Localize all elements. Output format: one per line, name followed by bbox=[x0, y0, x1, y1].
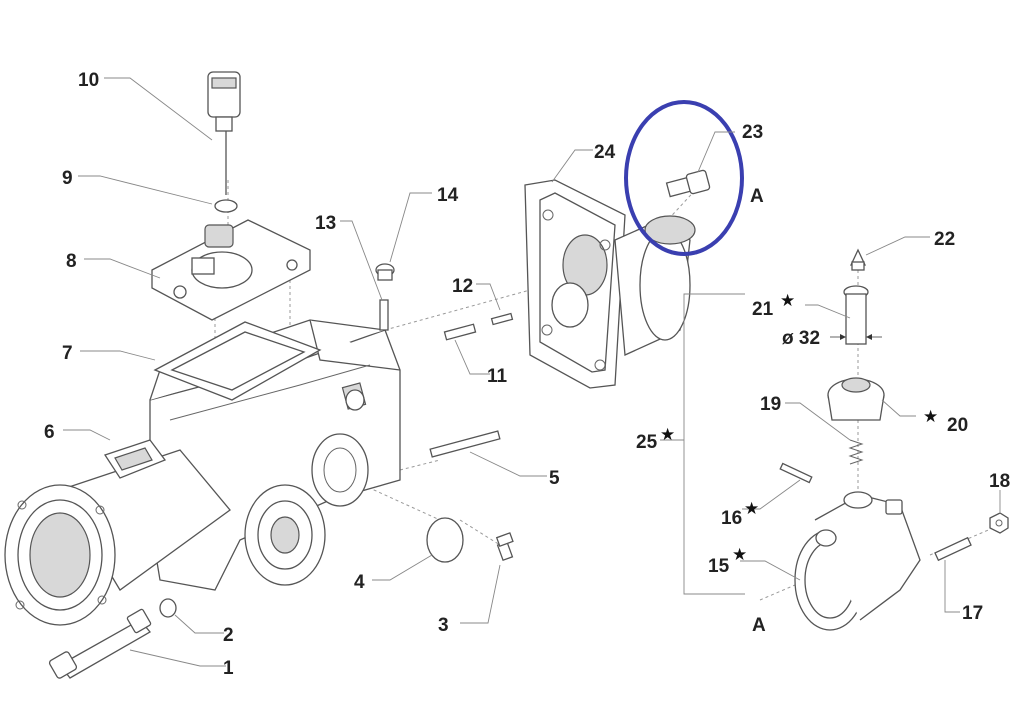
label-17: 17 bbox=[962, 603, 983, 624]
detail-a-assembly bbox=[683, 248, 1009, 631]
label-4: 4 bbox=[354, 572, 365, 593]
star-16: ★ bbox=[744, 499, 759, 519]
label-5: 5 bbox=[549, 468, 560, 489]
star-20: ★ bbox=[923, 407, 938, 427]
cover-plate bbox=[151, 219, 311, 321]
gasket bbox=[153, 321, 322, 401]
label-25: 25 bbox=[636, 432, 658, 453]
label-section-a-bottom: A bbox=[752, 615, 766, 636]
label-22: 22 bbox=[934, 229, 955, 250]
drain-hose bbox=[48, 598, 177, 679]
label-24: 24 bbox=[594, 142, 616, 163]
label-11: 11 bbox=[487, 366, 508, 387]
label-section-a-top: A bbox=[750, 186, 764, 207]
label-14: 14 bbox=[437, 185, 459, 206]
label-10: 10 bbox=[78, 70, 99, 91]
label-23: 23 bbox=[742, 122, 763, 143]
label-1: 1 bbox=[223, 658, 234, 679]
screw-23 bbox=[665, 169, 711, 198]
label-13: 13 bbox=[315, 213, 336, 234]
fasteners bbox=[375, 263, 514, 458]
dipstick bbox=[207, 71, 241, 213]
highlight-circle bbox=[624, 100, 744, 256]
label-18: 18 bbox=[989, 471, 1010, 492]
star-15: ★ bbox=[732, 545, 747, 565]
label-15: 15 bbox=[708, 556, 730, 577]
label-16: 16 bbox=[721, 508, 742, 529]
label-2: 2 bbox=[223, 625, 234, 646]
label-12: 12 bbox=[452, 276, 473, 297]
star-25: ★ bbox=[660, 425, 675, 445]
seal-and-bolt bbox=[426, 517, 514, 563]
label-21: 21 bbox=[752, 299, 774, 320]
label-diameter: ø 32 bbox=[782, 328, 820, 349]
label-7: 7 bbox=[62, 343, 73, 364]
label-3: 3 bbox=[438, 615, 449, 636]
label-6: 6 bbox=[44, 422, 55, 443]
label-20: 20 bbox=[947, 415, 968, 436]
part-labels: 10 9 8 7 6 1 2 3 4 5 11 12 13 14 24 23 A… bbox=[44, 70, 1010, 679]
label-19: 19 bbox=[760, 394, 781, 415]
label-9: 9 bbox=[62, 168, 73, 189]
leader-lines bbox=[63, 77, 1001, 667]
star-21: ★ bbox=[780, 291, 795, 311]
label-8: 8 bbox=[66, 251, 77, 272]
bearing-housing bbox=[524, 179, 696, 389]
